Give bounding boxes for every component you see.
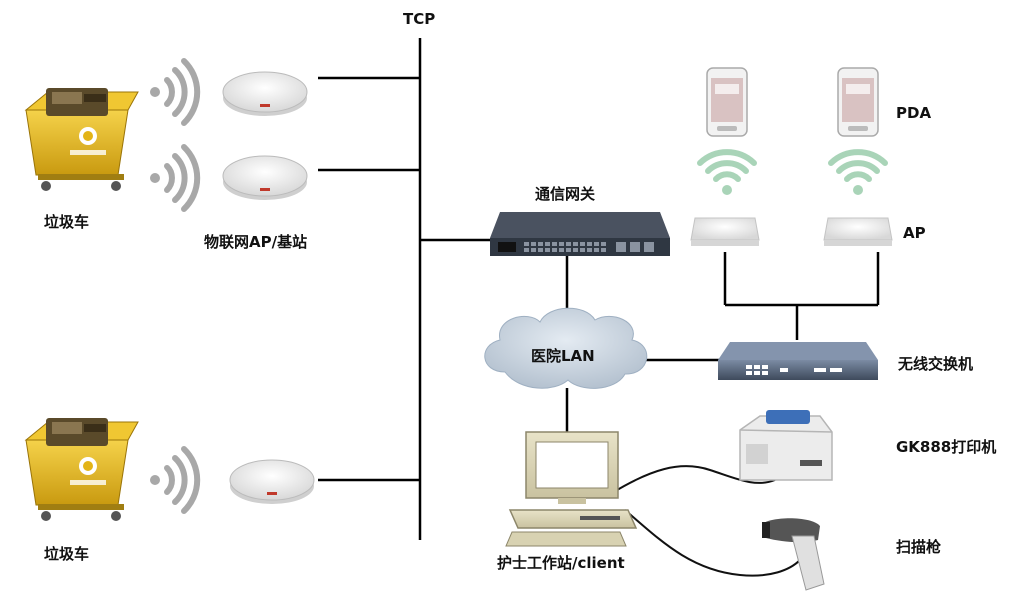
printer-icon bbox=[739, 410, 833, 481]
gateway-icon bbox=[490, 212, 670, 256]
garbage-cart-label-top: 垃圾车 bbox=[44, 213, 90, 231]
iot-ap-icon bbox=[229, 459, 315, 504]
ap-icon bbox=[823, 217, 893, 246]
gateway-label: 通信网关 bbox=[535, 185, 596, 203]
printer-label: GK888打印机 bbox=[896, 438, 997, 456]
pda-label: PDA bbox=[896, 104, 932, 122]
cloud-icon bbox=[484, 307, 648, 389]
connection-lines bbox=[318, 38, 880, 540]
tcp-bus-label: TCP bbox=[403, 10, 436, 28]
wireless-switch-icon bbox=[718, 342, 878, 380]
ap-label: AP bbox=[903, 224, 926, 242]
usb-cables bbox=[611, 465, 801, 577]
printer-cable bbox=[611, 465, 776, 494]
scanner-icon bbox=[762, 518, 825, 591]
iot-ap-icon bbox=[222, 155, 308, 200]
wireless-signal-icon bbox=[697, 149, 757, 195]
workstation-icon bbox=[505, 431, 638, 547]
iot-ap-icon bbox=[222, 71, 308, 116]
scanner-cable bbox=[624, 509, 801, 577]
ap-icon bbox=[690, 217, 760, 246]
garbage-cart-label-bottom: 垃圾车 bbox=[44, 545, 90, 563]
wireless-signal-icon bbox=[828, 149, 888, 195]
wireless-signal-icon bbox=[150, 144, 201, 212]
lan-label: 医院LAN bbox=[531, 347, 595, 365]
workstation-label: 护士工作站/client bbox=[497, 554, 625, 572]
garbage-cart-icon bbox=[24, 418, 139, 521]
wireless-signal-icon bbox=[150, 446, 201, 514]
scanner-label: 扫描枪 bbox=[896, 538, 942, 556]
iot-ap-label: 物联网AP/基站 bbox=[204, 233, 308, 251]
wireless-signal-icon bbox=[150, 58, 201, 126]
pda-icon bbox=[706, 67, 748, 137]
pda-icon bbox=[837, 67, 879, 137]
wireless-switch-label: 无线交换机 bbox=[898, 355, 974, 373]
garbage-cart-icon bbox=[24, 88, 139, 191]
